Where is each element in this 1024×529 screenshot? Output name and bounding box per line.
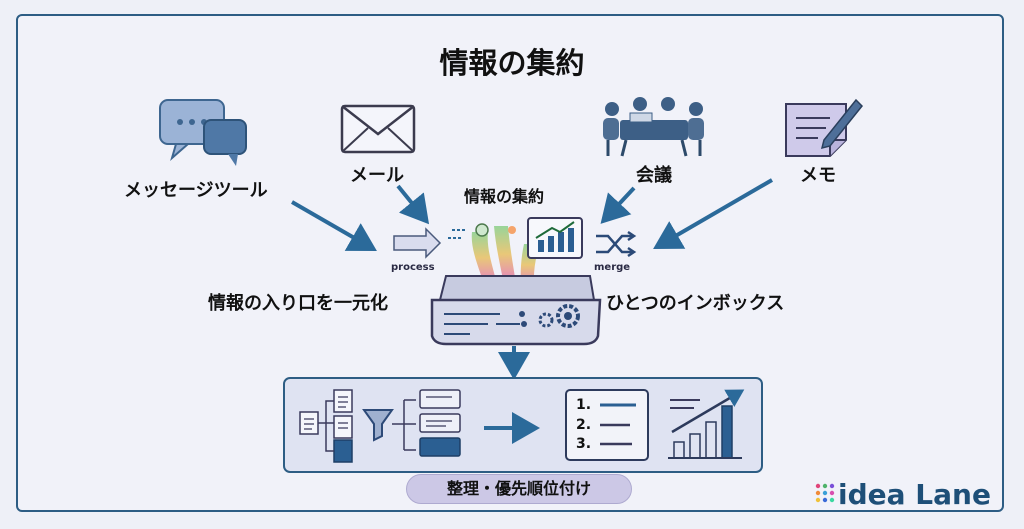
priority-step-1: 1. — [576, 397, 592, 413]
source-label-mail: メール — [350, 165, 404, 186]
documents-icon — [299, 389, 353, 463]
brand-name: idea Lane — [838, 478, 991, 511]
sorted-lists-icon — [392, 389, 461, 457]
process-arrow-icon — [393, 227, 442, 259]
filter-funnel-icon — [362, 409, 394, 442]
incoming-arrows — [291, 178, 774, 251]
brand-logo-dots-icon — [815, 483, 835, 503]
envelope-icon — [340, 104, 416, 154]
memo-pencil-icon — [785, 98, 864, 157]
bottom-label-pill: 整理・優先順位付け — [406, 474, 632, 504]
chat-bubbles-icon — [159, 99, 247, 166]
arrow-memo-to-center — [653, 178, 774, 250]
right-caption: ひとつのインボックス — [606, 293, 785, 314]
inbox-tray-icon — [430, 275, 602, 346]
priority-step-3: 3. — [576, 436, 592, 452]
arrow-chat-to-center — [291, 200, 377, 251]
growth-bar-chart-icon — [668, 389, 745, 459]
center-label: 情報の集約 — [464, 187, 545, 206]
arrow-meeting-to-center — [600, 186, 636, 224]
priority-list-icon — [565, 389, 649, 461]
source-label-chat-tool: メッセージツール — [124, 180, 268, 201]
arrow-mail-to-center — [396, 184, 430, 225]
mini-chart-card-icon — [527, 217, 583, 259]
left-caption: 情報の入り口を一元化 — [208, 293, 388, 314]
priority-step-2: 2. — [576, 417, 592, 433]
page-title: 情報の集約 — [439, 46, 585, 80]
source-label-memo: メモ — [800, 165, 836, 186]
process-label: process — [391, 262, 435, 273]
brand-logo: idea Lane — [812, 478, 991, 511]
merge-label: merge — [594, 262, 631, 273]
source-label-meeting: 会議 — [636, 165, 672, 186]
meeting-icon — [603, 97, 704, 157]
merge-shuffle-icon — [596, 230, 637, 258]
